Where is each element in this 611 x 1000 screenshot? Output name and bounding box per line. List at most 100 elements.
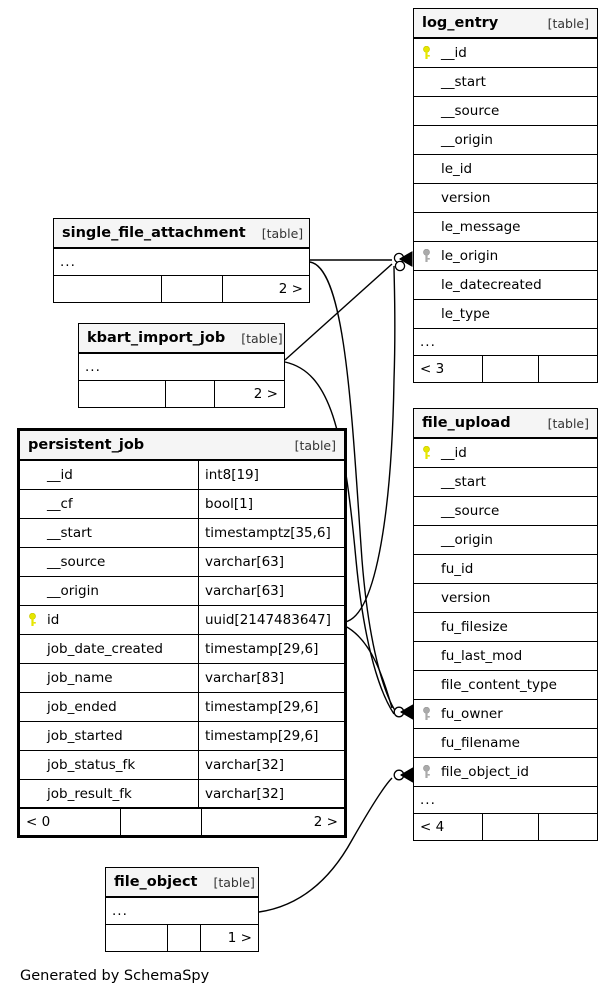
column-row[interactable]: version (414, 584, 597, 613)
footer-left-count[interactable] (79, 381, 165, 407)
table-name: file_object (114, 874, 198, 890)
footer-middle (481, 356, 539, 382)
column-type: varchar[32] (198, 780, 344, 807)
crows-foot (400, 704, 414, 720)
column-name: version (441, 190, 491, 206)
column-type: varchar[63] (198, 577, 344, 605)
generated-by-caption: Generated by SchemaSpy (20, 968, 210, 984)
table-header: single_file_attachment [table] (54, 219, 309, 249)
column-row[interactable]: __origin varchar[63] (20, 577, 344, 606)
footer-left-count[interactable]: < 3 (420, 361, 445, 377)
table-file-object[interactable]: file_object [table] ... 1 > (105, 867, 259, 952)
column-row[interactable]: __source varchar[63] (20, 548, 344, 577)
footer-right-count[interactable] (538, 356, 597, 382)
column-row[interactable]: le_type (414, 300, 597, 329)
column-name: job_date_created (47, 641, 163, 657)
column-name: fu_filename (441, 735, 520, 751)
column-row[interactable]: __origin (414, 526, 597, 555)
column-row[interactable]: id uuid[2147483647] (20, 606, 344, 635)
column-type: uuid[2147483647] (198, 606, 344, 634)
more-columns-indicator[interactable]: ... (414, 329, 597, 356)
footer-right-count[interactable]: 1 > (200, 925, 258, 951)
column-row[interactable]: __start timestamptz[35,6] (20, 519, 344, 548)
column-row[interactable]: job_name varchar[83] (20, 664, 344, 693)
column-type: varchar[63] (198, 548, 344, 576)
column-name: version (441, 590, 491, 606)
column-row[interactable]: fu_last_mod (414, 642, 597, 671)
table-single-file-attachment[interactable]: single_file_attachment [table] ... 2 > (53, 218, 310, 303)
column-type: timestamp[29,6] (198, 693, 344, 721)
table-type-tag: [table] (547, 15, 589, 31)
column-row[interactable]: job_ended timestamp[29,6] (20, 693, 344, 722)
column-row[interactable]: __source (414, 497, 597, 526)
cardinality-circle (393, 706, 405, 718)
primary-key-icon (417, 446, 435, 460)
column-type: timestamptz[35,6] (198, 519, 344, 547)
table-persistent-job[interactable]: persistent_job [table] __id int8[19] __c… (17, 428, 347, 838)
footer-right-count[interactable]: 2 > (222, 276, 309, 302)
column-name: job_status_fk (47, 757, 136, 773)
column-row[interactable]: __source (414, 97, 597, 126)
column-row[interactable]: fu_owner (414, 700, 597, 729)
more-columns-indicator[interactable]: ... (106, 898, 258, 925)
connector-endpoints (393, 251, 414, 783)
footer-middle (165, 381, 214, 407)
column-row[interactable]: __start (414, 68, 597, 97)
column-name: le_datecreated (441, 277, 542, 293)
cardinality-circle (393, 769, 405, 781)
footer-left-count[interactable]: < 0 (26, 814, 51, 830)
column-name: le_message (441, 219, 521, 235)
column-row[interactable]: file_object_id (414, 758, 597, 787)
column-row[interactable]: version (414, 184, 597, 213)
column-row[interactable]: job_started timestamp[29,6] (20, 722, 344, 751)
foreign-key-icon (417, 707, 435, 721)
column-name: file_content_type (441, 677, 557, 693)
footer-left-count[interactable] (54, 276, 161, 302)
column-name: id (47, 612, 60, 628)
table-name: kbart_import_job (87, 330, 226, 346)
column-name: __source (441, 103, 500, 119)
column-row[interactable]: __id (414, 39, 597, 68)
table-log-entry[interactable]: log_entry [table] __id __start __source … (413, 8, 598, 383)
column-row[interactable]: le_origin (414, 242, 597, 271)
column-row[interactable]: __cf bool[1] (20, 490, 344, 519)
column-row[interactable]: job_status_fk varchar[32] (20, 751, 344, 780)
footer-right-count[interactable]: 2 > (214, 381, 284, 407)
column-name: __cf (47, 496, 73, 512)
column-row[interactable]: le_message (414, 213, 597, 242)
column-row[interactable]: fu_filename (414, 729, 597, 758)
table-name: persistent_job (28, 437, 145, 453)
column-type: timestamp[29,6] (198, 722, 344, 750)
column-row[interactable]: le_id (414, 155, 597, 184)
footer-left-count[interactable]: < 4 (420, 819, 445, 835)
column-row[interactable]: file_content_type (414, 671, 597, 700)
column-row[interactable]: __id (414, 439, 597, 468)
table-name: log_entry (422, 15, 499, 31)
column-name: __source (47, 554, 106, 570)
more-columns-indicator[interactable]: ... (79, 354, 284, 381)
footer-right-count[interactable] (538, 814, 597, 840)
table-file-upload[interactable]: file_upload [table] __id __start __sourc… (413, 408, 598, 841)
column-row[interactable]: le_datecreated (414, 271, 597, 300)
cardinality-circle (393, 252, 405, 264)
column-row[interactable]: job_date_created timestamp[29,6] (20, 635, 344, 664)
footer-left-count[interactable] (106, 925, 167, 951)
column-row[interactable]: job_result_fk varchar[32] (20, 780, 344, 809)
column-name: job_name (47, 670, 113, 686)
footer-right-count[interactable]: 2 > (201, 809, 344, 835)
column-name: le_type (441, 306, 490, 322)
column-row[interactable]: __start (414, 468, 597, 497)
more-columns-indicator[interactable]: ... (54, 249, 309, 276)
column-row[interactable]: fu_filesize (414, 613, 597, 642)
table-footer: 2 > (79, 381, 284, 407)
more-columns-indicator[interactable]: ... (414, 787, 597, 814)
column-name: __start (441, 474, 486, 490)
column-name: job_ended (47, 699, 117, 715)
table-kbart-import-job[interactable]: kbart_import_job [table] ... 2 > (78, 323, 285, 408)
table-type-tag: [table] (261, 225, 304, 241)
column-row[interactable]: fu_id (414, 555, 597, 584)
column-row[interactable]: __id int8[19] (20, 461, 344, 490)
column-row[interactable]: __origin (414, 126, 597, 155)
footer-middle (166, 925, 200, 951)
